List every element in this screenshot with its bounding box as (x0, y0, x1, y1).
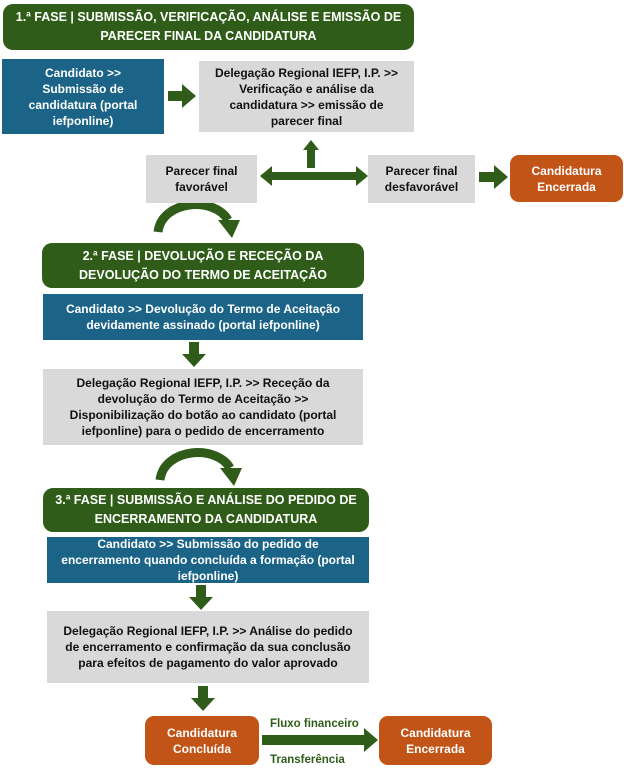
financial-flow-label: Fluxo financeiro (270, 718, 359, 730)
curved-arrowhead-phase3 (220, 468, 242, 486)
curved-arrow-phase2 (153, 200, 232, 234)
arrow-right-unfavorable (356, 166, 368, 186)
arrow-down-phase3 (189, 585, 213, 610)
curved-arrowhead-phase2 (218, 220, 240, 238)
phase1-closed-status: Candidatura Encerrada (510, 155, 623, 202)
phase1-title: 1.ª FASE | SUBMISSÃO, VERIFICAÇÃO, ANÁLI… (3, 4, 414, 50)
transfer-label: Transferência (270, 754, 345, 766)
arrow-down-concluded (191, 686, 215, 711)
arrow-right-closed (479, 165, 508, 189)
phase2-title: 2.ª FASE | DEVOLUÇÃO E RECEÇÃO DA DEVOLU… (42, 243, 364, 288)
arrow-right-transfer (262, 728, 378, 752)
phase3-title: 3.ª FASE | SUBMISSÃO E ANÁLISE DO PEDIDO… (43, 488, 369, 532)
phase2-delegation-receipt: Delegação Regional IEFP, I.P. >> Receção… (43, 369, 363, 445)
arrow-right-submission (168, 84, 196, 108)
final-concluded-status: Candidatura Concluída (145, 716, 259, 765)
arrow-down-phase2 (182, 342, 206, 367)
phase1-candidate-submission: Candidato >> Submissão de candidatura (p… (2, 59, 164, 134)
phase3-candidate-request: Candidato >> Submissão do pedido de ence… (47, 537, 369, 583)
arrow-left-favorable (260, 166, 356, 186)
final-closed-status: Candidatura Encerrada (379, 716, 492, 765)
phase1-unfavorable-opinion: Parecer final desfavorável (368, 155, 475, 203)
phase1-delegation-analysis: Delegação Regional IEFP, I.P. >> Verific… (199, 61, 414, 132)
phase3-delegation-analysis: Delegação Regional IEFP, I.P. >> Análise… (47, 611, 369, 683)
curved-arrow-phase3 (155, 448, 234, 482)
phase1-favorable-opinion: Parecer final favorável (146, 155, 257, 203)
arrow-up-to-delegation (303, 140, 319, 168)
phase2-candidate-return: Candidato >> Devolução do Termo de Aceit… (43, 294, 363, 340)
